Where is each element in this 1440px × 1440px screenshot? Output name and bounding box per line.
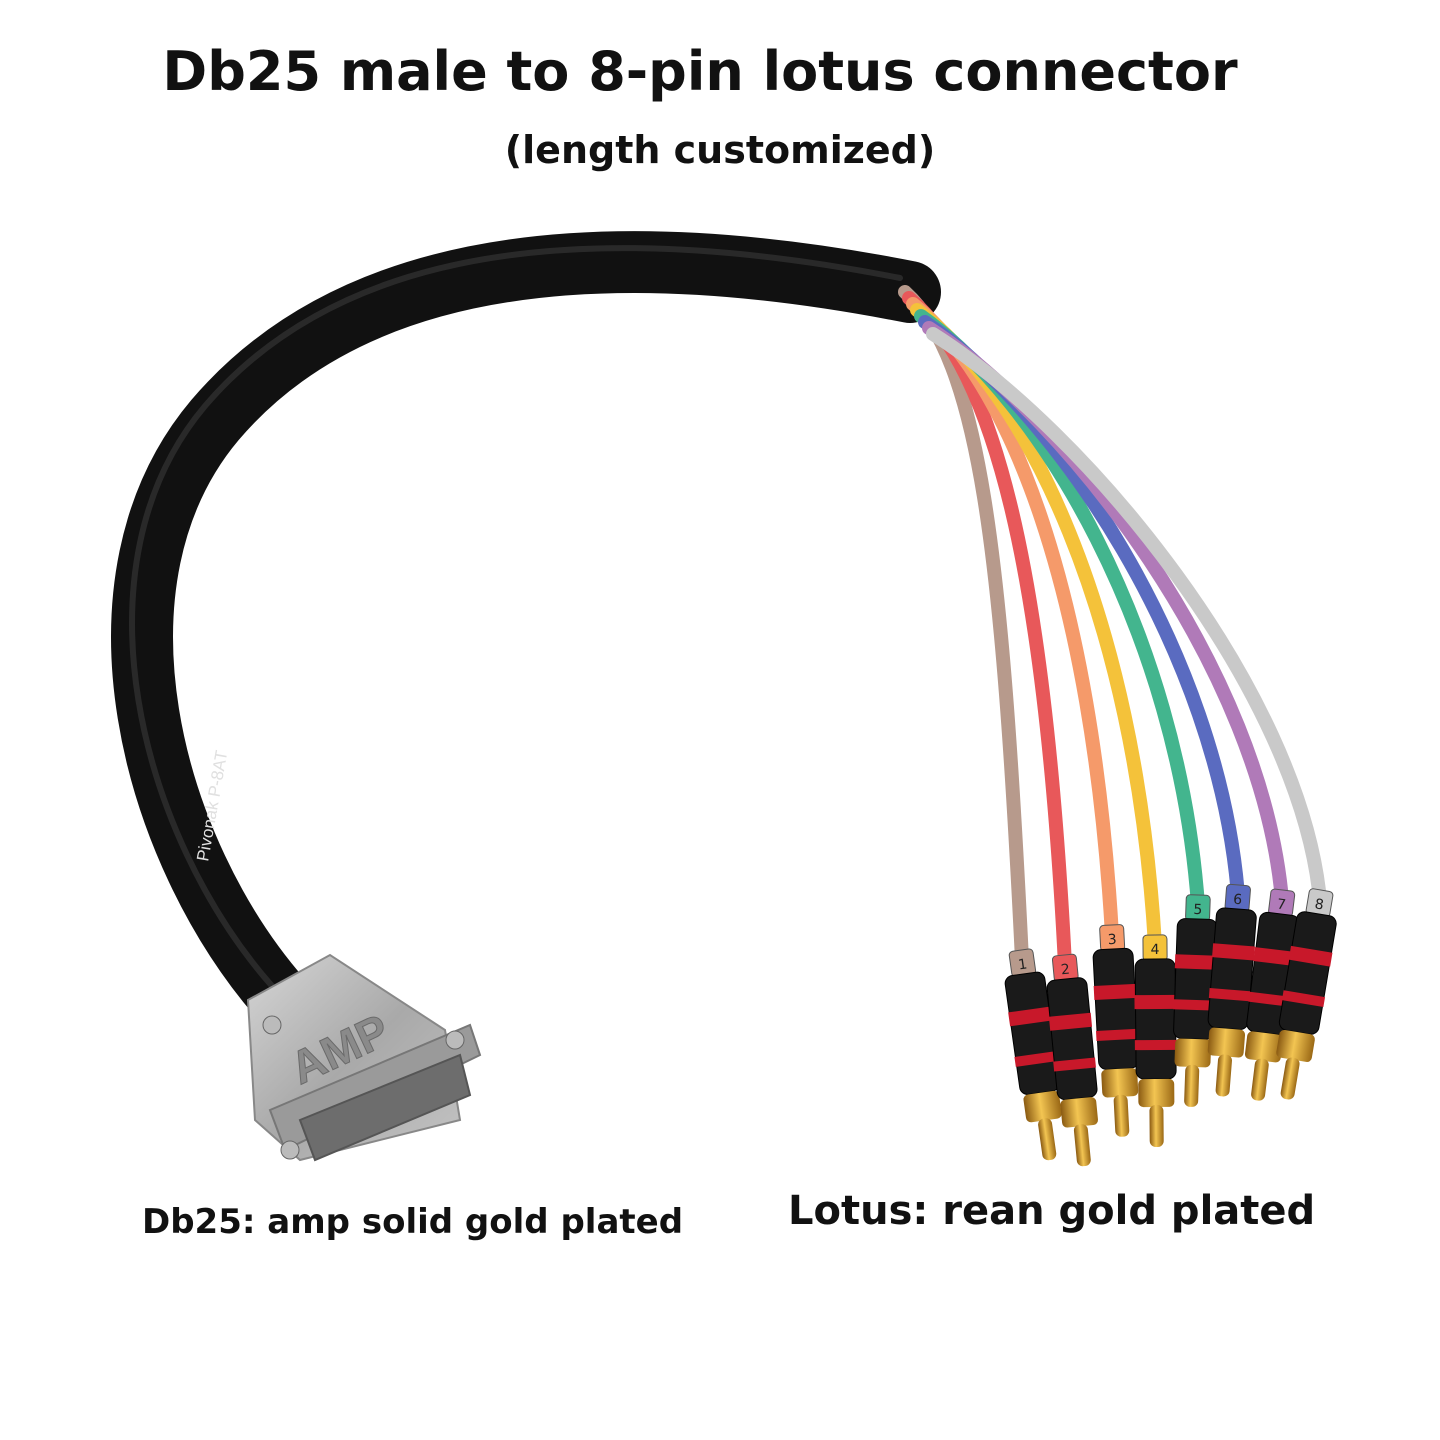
db25-connector: AMP <box>246 953 482 1162</box>
wire-number-label: 1 <box>1017 956 1028 973</box>
rca-plug-3: 3 <box>1092 924 1140 1137</box>
wire-number-label: 3 <box>1107 932 1117 948</box>
wire-number-label: 7 <box>1276 896 1287 913</box>
page-subtitle: (length customized) <box>504 128 936 172</box>
rca-plug-5: 5 <box>1173 894 1218 1107</box>
wire-number-label: 5 <box>1193 902 1202 918</box>
cable-jacket <box>111 231 941 1031</box>
rca-plug-2: 2 <box>1046 953 1098 1167</box>
wire-number-label: 4 <box>1151 942 1160 958</box>
wire-bundle <box>898 285 1327 972</box>
wire-number-label: 6 <box>1233 892 1243 909</box>
page-title: Db25 male to 8-pin lotus connector <box>162 40 1238 103</box>
rca-plug-4: 4 <box>1134 934 1177 1148</box>
caption-db25: Db25: amp solid gold plated <box>142 1202 684 1242</box>
caption-lotus: Lotus: rean gold plated <box>788 1188 1316 1234</box>
rca-plug-1: 1 <box>1004 948 1062 1161</box>
wire-number-label: 2 <box>1060 962 1070 979</box>
rca-plug-6: 6 <box>1207 883 1257 1097</box>
rca-plugs: 1 2 3 4 5 6 7 8 <box>1004 883 1337 1167</box>
wire-number-label: 8 <box>1313 896 1324 913</box>
wire-8 <box>926 327 1327 907</box>
rca-plug-8: 8 <box>1276 888 1337 1100</box>
